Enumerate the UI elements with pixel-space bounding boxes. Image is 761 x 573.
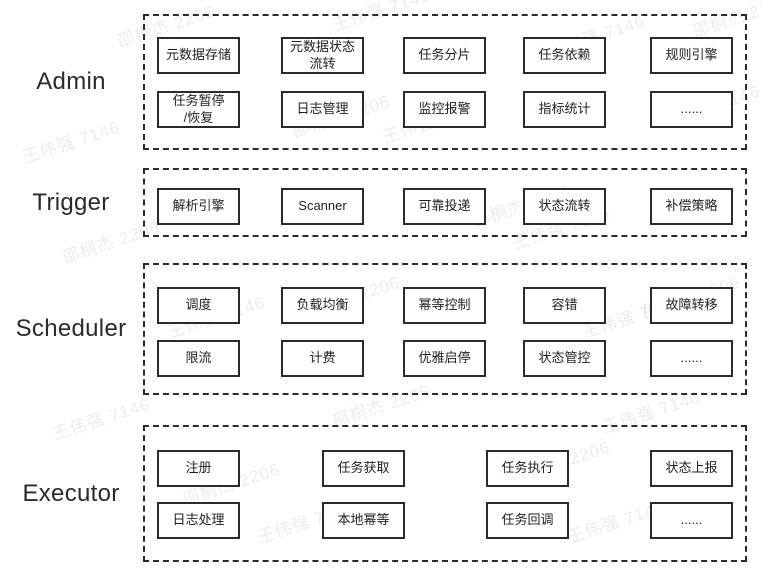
feature-box: 任务分片 (403, 37, 486, 74)
feature-box: 计费 (281, 340, 364, 377)
feature-box: 调度 (157, 287, 240, 324)
feature-box: 任务依赖 (523, 37, 606, 74)
section-frame-admin: 元数据存储 元数据状态 流转 任务分片 任务依赖 规则引擎 任务暂停 /恢复 日… (143, 14, 747, 150)
executor-row-2: 日志处理 本地幂等 任务回调 ...... (145, 502, 745, 539)
feature-box: 解析引擎 (157, 188, 240, 225)
feature-box: ...... (650, 502, 733, 539)
feature-box: 日志处理 (157, 502, 240, 539)
feature-box: Scanner (281, 188, 364, 225)
feature-box: 任务暂停 /恢复 (157, 91, 240, 128)
section-admin: Admin 元数据存储 元数据状态 流转 任务分片 任务依赖 规则引擎 任务暂停… (0, 14, 761, 150)
feature-box: 幂等控制 (403, 287, 486, 324)
section-executor: Executor 注册 任务获取 任务执行 状态上报 日志处理 本地幂等 任务回… (0, 425, 761, 562)
trigger-row-1: 解析引擎 Scanner 可靠投递 状态流转 补偿策略 (145, 188, 745, 225)
feature-box: 状态上报 (650, 450, 733, 487)
feature-box: 日志管理 (281, 91, 364, 128)
feature-box: 容错 (523, 287, 606, 324)
section-scheduler: Scheduler 调度 负载均衡 幂等控制 容错 故障转移 限流 计费 优雅启… (0, 263, 761, 395)
feature-box: 负载均衡 (281, 287, 364, 324)
section-frame-scheduler: 调度 负载均衡 幂等控制 容错 故障转移 限流 计费 优雅启停 状态管控 ...… (143, 263, 747, 395)
feature-box: 规则引擎 (650, 37, 733, 74)
feature-box: 限流 (157, 340, 240, 377)
feature-box: 注册 (157, 450, 240, 487)
scheduler-row-1: 调度 负载均衡 幂等控制 容错 故障转移 (145, 287, 745, 324)
feature-box: 状态管控 (523, 340, 606, 377)
admin-row-1: 元数据存储 元数据状态 流转 任务分片 任务依赖 规则引擎 (145, 37, 745, 74)
section-trigger: Trigger 解析引擎 Scanner 可靠投递 状态流转 补偿策略 (0, 168, 761, 237)
admin-row-2: 任务暂停 /恢复 日志管理 监控报警 指标统计 ...... (145, 91, 745, 128)
feature-box: 指标统计 (523, 91, 606, 128)
section-label-admin: Admin (36, 68, 106, 95)
section-frame-executor: 注册 任务获取 任务执行 状态上报 日志处理 本地幂等 任务回调 ...... (143, 425, 747, 562)
feature-box: 状态流转 (523, 188, 606, 225)
feature-box: 故障转移 (650, 287, 733, 324)
feature-box: 补偿策略 (650, 188, 733, 225)
feature-box: 任务执行 (486, 450, 569, 487)
feature-box: 本地幂等 (322, 502, 405, 539)
feature-box: ...... (650, 91, 733, 128)
feature-box: 任务回调 (486, 502, 569, 539)
executor-row-1: 注册 任务获取 任务执行 状态上报 (145, 450, 745, 487)
feature-box: 元数据存储 (157, 37, 240, 74)
feature-box: 任务获取 (322, 450, 405, 487)
feature-box: 可靠投递 (403, 188, 486, 225)
feature-box: 元数据状态 流转 (281, 37, 364, 74)
section-label-trigger: Trigger (32, 188, 110, 216)
feature-box: ...... (650, 340, 733, 377)
scheduler-row-2: 限流 计费 优雅启停 状态管控 ...... (145, 340, 745, 377)
feature-box: 监控报警 (403, 91, 486, 128)
section-label-executor: Executor (22, 479, 120, 507)
section-frame-trigger: 解析引擎 Scanner 可靠投递 状态流转 补偿策略 (143, 168, 747, 237)
section-label-scheduler: Scheduler (15, 315, 127, 342)
feature-box: 优雅启停 (403, 340, 486, 377)
